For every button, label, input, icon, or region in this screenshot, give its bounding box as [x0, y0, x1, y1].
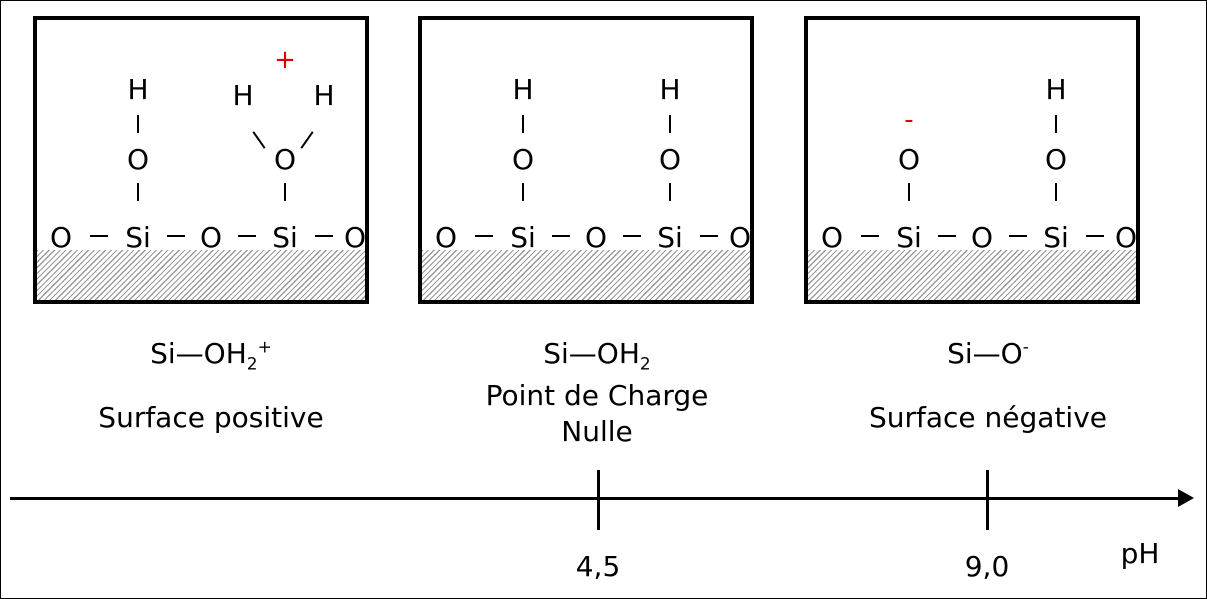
atom-oxygen: O — [273, 143, 297, 176]
bond-line — [522, 183, 524, 201]
tick-label-9-0: 9,0 — [964, 550, 1010, 583]
atom-oxygen: O — [970, 221, 994, 254]
bond-line — [861, 235, 879, 237]
atom-silicon: Si — [125, 221, 151, 254]
bond-line — [1055, 183, 1057, 201]
tick-label-4-5: 4,5 — [575, 550, 621, 583]
caption-negative: Surface négative — [868, 401, 1108, 434]
atom-hydrogen: H — [313, 79, 335, 112]
atom-silicon: Si — [657, 221, 683, 254]
formula-negative: Si—O- — [947, 337, 1029, 370]
substrate-hatch — [808, 250, 1136, 300]
atom-oxygen: O — [820, 221, 844, 254]
bond-line — [908, 183, 910, 201]
panel-negative-surface: - O H O O Si O Si O — [804, 16, 1140, 304]
atom-hydrogen: H — [1045, 73, 1067, 106]
negative-charge: - — [904, 105, 914, 135]
bond-line — [938, 235, 956, 237]
bond-line — [90, 235, 108, 237]
atom-hydrogen: H — [659, 73, 681, 106]
ph-axis-arrowhead — [1178, 489, 1194, 507]
bond-line — [700, 235, 718, 237]
atom-hydrogen: H — [232, 79, 254, 112]
bond-line — [1055, 115, 1057, 133]
atom-oxygen: O — [1044, 143, 1068, 176]
bond-line — [552, 235, 570, 237]
substrate-hatch — [37, 250, 365, 300]
caption-positive: Surface positive — [98, 401, 324, 434]
atom-oxygen: O — [897, 143, 921, 176]
panel-neutral-surface: H O H O O Si O Si O — [418, 16, 754, 304]
bond-line — [315, 235, 333, 237]
formula-positive: Si—OH2+ — [150, 337, 272, 375]
substrate-hatch — [422, 250, 750, 300]
bond-line — [669, 183, 671, 201]
atom-oxygen: O — [1114, 221, 1138, 254]
panel-positive-surface: H O + H H O O Si O Si O — [33, 16, 369, 304]
bond-line — [238, 235, 256, 237]
bond-line — [137, 115, 139, 133]
positive-charge: + — [274, 45, 296, 75]
atom-oxygen: O — [511, 143, 535, 176]
atom-silicon: Si — [272, 221, 298, 254]
bond-line — [1086, 235, 1104, 237]
atom-silicon: Si — [896, 221, 922, 254]
tick-4-5 — [597, 470, 600, 530]
bond-line — [252, 131, 266, 149]
bond-line — [669, 115, 671, 133]
atom-silicon: Si — [1043, 221, 1069, 254]
bond-line — [522, 115, 524, 133]
atom-oxygen: O — [434, 221, 458, 254]
atom-hydrogen: H — [512, 73, 534, 106]
atom-oxygen: O — [658, 143, 682, 176]
tick-9-0 — [986, 470, 989, 530]
atom-oxygen: O — [728, 221, 752, 254]
bond-line — [475, 235, 493, 237]
bond-line — [1009, 235, 1027, 237]
bond-line — [284, 183, 286, 201]
atom-oxygen: O — [126, 143, 150, 176]
atom-silicon: Si — [510, 221, 536, 254]
atom-hydrogen: H — [127, 73, 149, 106]
atom-oxygen: O — [343, 221, 367, 254]
bond-line — [137, 183, 139, 201]
axis-label-ph: pH — [1120, 537, 1160, 570]
atom-oxygen: O — [199, 221, 223, 254]
bond-line — [300, 131, 314, 149]
atom-oxygen: O — [584, 221, 608, 254]
atom-oxygen: O — [49, 221, 73, 254]
bond-line — [623, 235, 641, 237]
formula-neutral: Si—OH2 — [543, 337, 651, 375]
ph-axis-line — [10, 497, 1182, 500]
bond-line — [167, 235, 185, 237]
caption-neutral: Point de Charge Nulle — [485, 379, 709, 448]
